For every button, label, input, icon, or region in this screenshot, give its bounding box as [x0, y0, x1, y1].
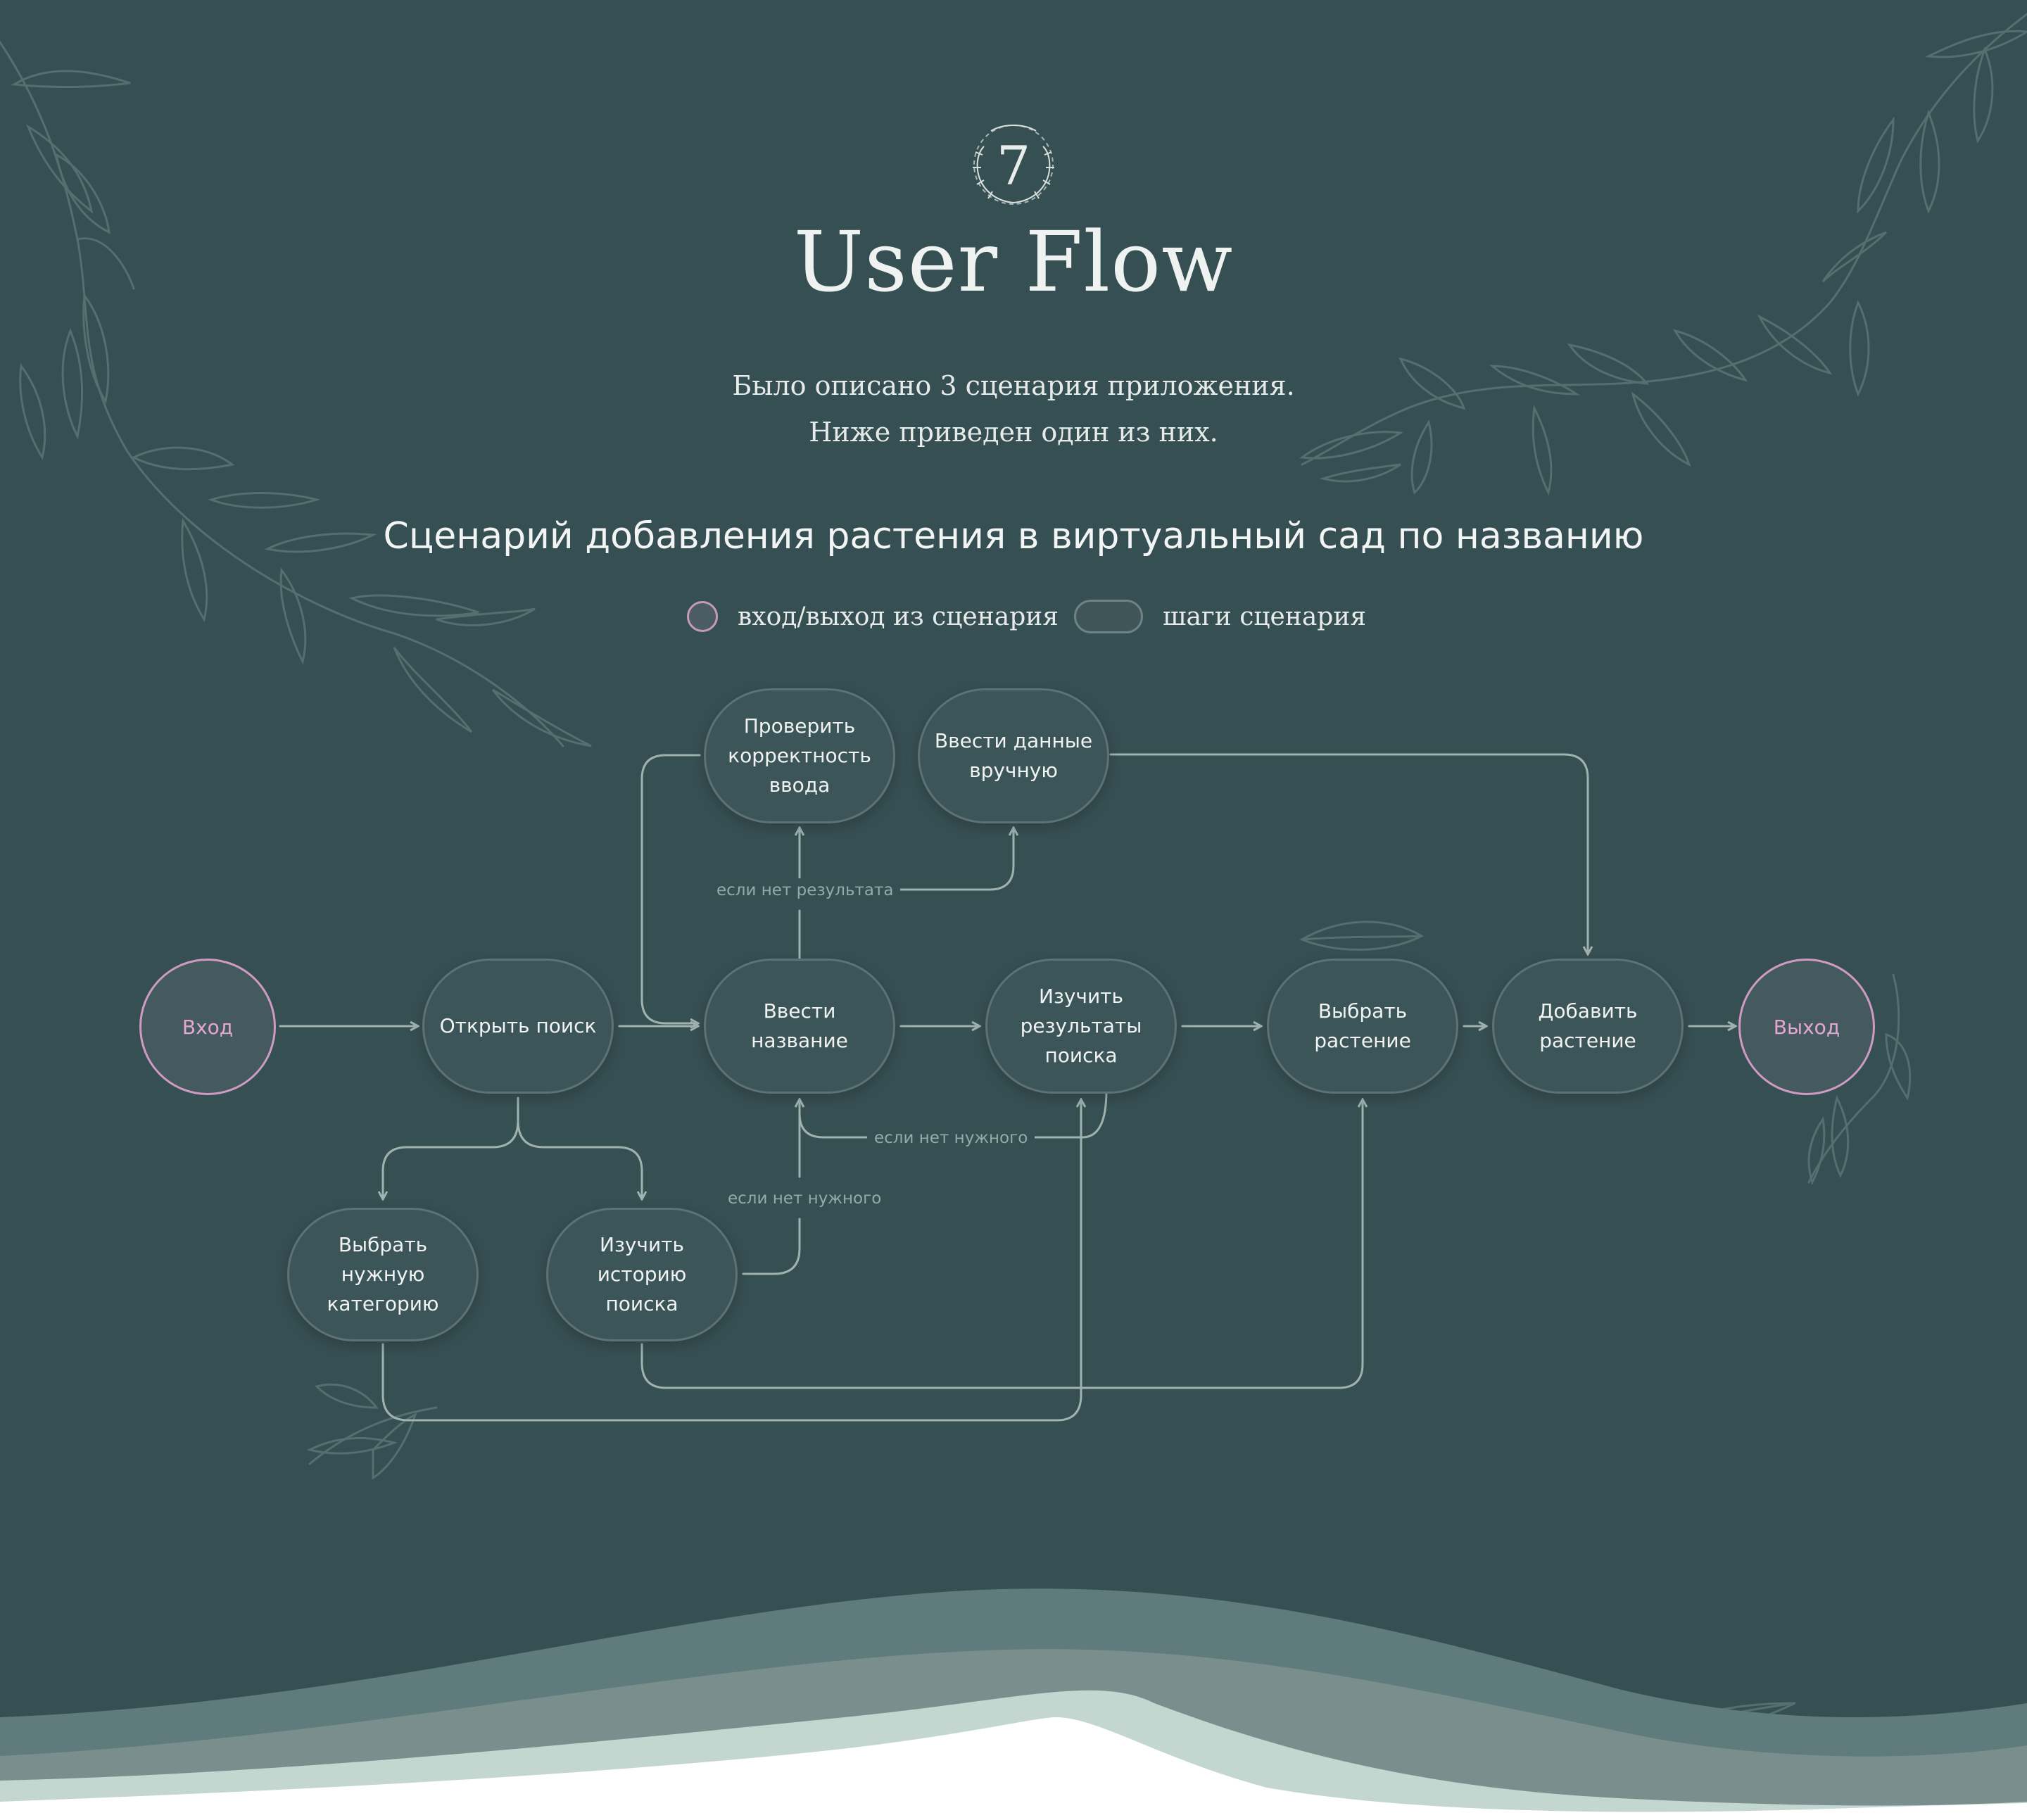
arrow-history-to-choose	[640, 1099, 1363, 1389]
arrow-manual-to-add	[1109, 753, 1588, 954]
legend-step-swatch	[1074, 600, 1143, 633]
leaf-branch-icon	[1299, 921, 1425, 951]
legend-step-label: шаги сценария	[1163, 602, 1367, 631]
legend-step: шаги сценария	[1074, 595, 1366, 638]
edge-label-no-result: если нет результата	[709, 878, 901, 902]
step-study-results[interactable]: Изучить результаты поиска	[985, 959, 1177, 1094]
step-choose-category[interactable]: Выбрать нужную категорию	[287, 1208, 479, 1341]
page-title: User Flow	[793, 213, 1234, 310]
legend-terminal-swatch	[687, 601, 718, 632]
section-number: 7	[996, 134, 1031, 197]
arrow-results-to-name	[800, 1099, 871, 1139]
step-choose-plant[interactable]: Выбрать растение	[1267, 959, 1458, 1094]
arrow-check-to-name	[640, 754, 701, 1023]
step-enter-name[interactable]: Ввести название	[704, 959, 895, 1094]
arrow-to-manual	[891, 828, 1014, 891]
wreath-icon	[973, 124, 1054, 205]
leaf-branch-icon	[306, 1383, 438, 1480]
intro-line-2: Ниже приведен один из них.	[809, 417, 1218, 448]
edge-label-not-found-results: если нет нужного	[867, 1126, 1035, 1150]
arrow-search-to-category	[383, 1097, 519, 1199]
legend-terminal: вход/выход из сценария	[687, 595, 1059, 638]
step-open-search[interactable]: Открыть поиск	[422, 959, 614, 1094]
step-add-plant[interactable]: Добавить растение	[1492, 959, 1684, 1094]
step-check-input[interactable]: Проверить корректность ввода	[704, 688, 895, 823]
leaf-branch-icon	[1299, 13, 2027, 496]
leaf-branch-icon	[0, 41, 592, 747]
step-manual-entry[interactable]: Ввести данные вручную	[918, 688, 1109, 823]
arrow-category-to-results	[381, 1099, 1081, 1422]
flow-entry[interactable]: Вход	[139, 959, 276, 1095]
scenario-title: Сценарий добавления растения в виртуальн…	[383, 515, 1644, 557]
legend-terminal-label: вход/выход из сценария	[738, 602, 1059, 631]
step-study-history[interactable]: Изучить историю поиска	[546, 1208, 738, 1341]
flow-exit[interactable]: Выход	[1738, 959, 1875, 1095]
intro-line-1: Было описано 3 сценария приложения.	[732, 370, 1295, 401]
arrow-search-to-history	[517, 1119, 642, 1199]
edge-label-not-found-history: если нет нужного	[721, 1187, 889, 1211]
